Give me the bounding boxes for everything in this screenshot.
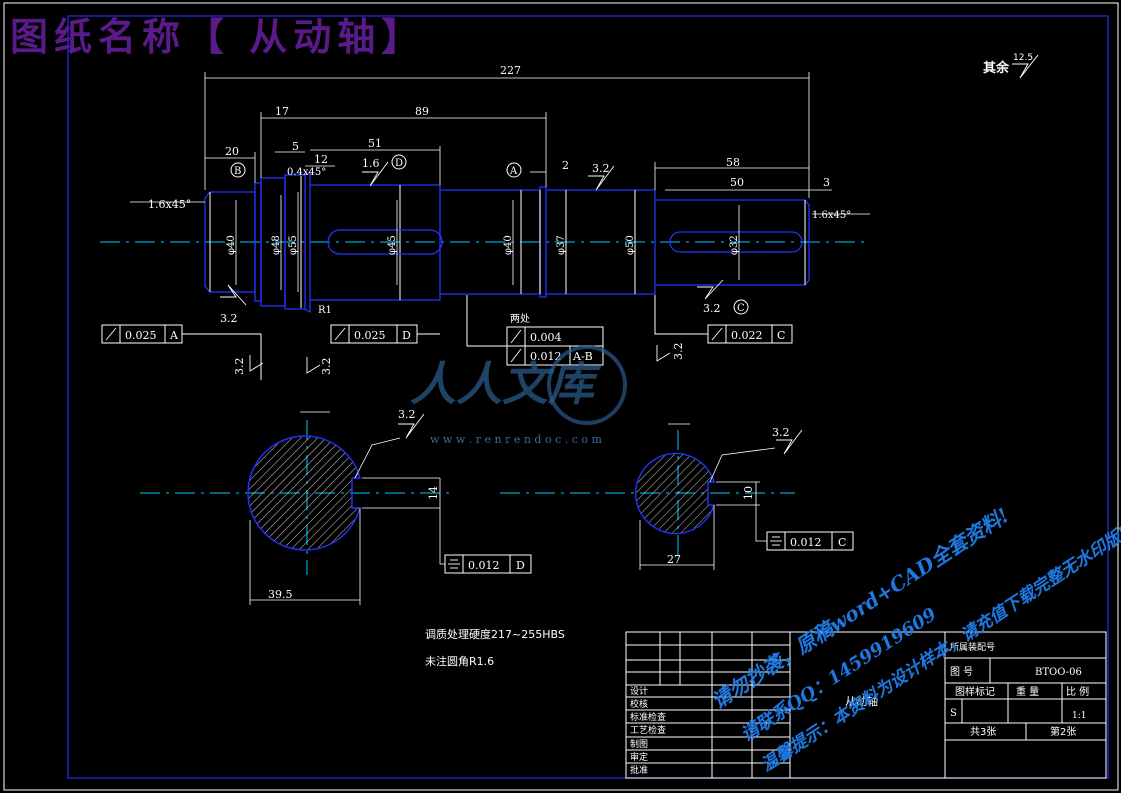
- rough-32f: 3.2: [398, 408, 416, 421]
- watermark-logo-icon: [547, 345, 627, 425]
- datum-c: C: [737, 303, 745, 314]
- watermark-url: w w w . r e n r e n d o c . c o m: [430, 433, 602, 446]
- dim-5: 5: [292, 140, 299, 153]
- datum-b: B: [234, 166, 241, 177]
- note-heat-treatment: 调质处理硬度217~255HBS: [425, 627, 565, 641]
- tol-sym-d-datum: D: [516, 559, 525, 572]
- tb-scale-label: 比 例: [1066, 685, 1089, 698]
- tol-sym-d-value: 0.012: [468, 559, 500, 572]
- datum-markers: [230, 154, 749, 315]
- tb-scale-value: 1:1: [1072, 711, 1086, 721]
- rough-32: 3.2: [703, 302, 721, 315]
- dim-key1-depth: 14: [427, 486, 440, 500]
- tb-role-check: 校核: [630, 698, 648, 710]
- section-view-1: [247, 435, 361, 551]
- watermark-logo: 人人文库: [410, 357, 602, 411]
- tb-sheets-total: 共3张: [970, 726, 996, 738]
- dim-3: 3: [823, 176, 830, 189]
- rough-32g: 3.2: [772, 426, 790, 439]
- tb-part-name: 从动轴: [845, 694, 878, 708]
- dim-chamfer-small: 0.4x45°: [287, 167, 326, 178]
- tolerance-symbols-icons: [105, 327, 782, 569]
- dim-dia50: φ50: [625, 235, 636, 255]
- title-block: [625, 631, 1107, 779]
- tol-two-places: 两处: [510, 313, 530, 325]
- dim-dia45: φ45: [387, 235, 398, 255]
- section-dims: [249, 411, 776, 605]
- keyway-1: [327, 229, 443, 255]
- dim-dia37: φ37: [556, 235, 567, 255]
- tol-sym-c-datum: C: [838, 536, 846, 549]
- tb-drawing-no-label: 图 号: [950, 666, 973, 678]
- tol-runout-ab-datum: A-B: [572, 350, 593, 363]
- roughness-value: 12.5: [1013, 53, 1033, 63]
- tol-runout-d-value: 0.025: [354, 329, 386, 342]
- note-fillet: 未注圆角R1.6: [425, 654, 494, 668]
- tb-role-standard: 标准检查: [630, 711, 666, 723]
- tol-runout-d-datum: D: [402, 329, 411, 342]
- drawing-title: 图纸名称【 从动轴】: [10, 14, 426, 59]
- dim-r1: R1: [318, 305, 332, 316]
- rough-32e: 3.2: [672, 343, 685, 361]
- tb-weight-label: 重 量: [1016, 685, 1039, 698]
- tol-runout-a-datum: A: [169, 329, 179, 342]
- datum-a: A: [509, 166, 518, 177]
- shaft-outline: [204, 170, 810, 314]
- roughness-symbols: [220, 161, 803, 455]
- tb-role-review: 审定: [630, 751, 648, 763]
- tb-sheet-no: 第2张: [1050, 725, 1076, 738]
- tol-runout-c-datum: C: [777, 329, 785, 342]
- inner-border: [67, 15, 1109, 779]
- dim-dia40b: φ40: [503, 235, 514, 255]
- rough-82b: 3.2: [220, 312, 238, 325]
- dim-key1-width: 39.5: [268, 588, 293, 601]
- tol-runout-a-value: 0.025: [125, 329, 157, 342]
- dim-dia40: φ40: [226, 235, 237, 255]
- roughness-symbol-icon: [1012, 54, 1039, 79]
- dim-58: 58: [726, 156, 740, 169]
- dim-51: 51: [368, 137, 382, 150]
- tb-role-draw: 制图: [630, 738, 648, 750]
- dimension-lines: [204, 72, 832, 292]
- dim-89: 89: [415, 105, 429, 118]
- dim-50: 50: [730, 176, 744, 189]
- roughness-label: 其余: [983, 60, 1010, 76]
- dim-dia55: φ55: [288, 235, 299, 255]
- tol-sym-c-value: 0.012: [790, 536, 822, 549]
- dim-17: 17: [275, 105, 289, 118]
- tol-cyl-value: 0.004: [530, 331, 562, 344]
- tb-stage-label: 图样标记: [955, 685, 995, 698]
- tb-role-process: 工艺检查: [630, 724, 666, 736]
- tb-role-approve: 批准: [630, 764, 648, 776]
- datum-d: D: [395, 158, 403, 169]
- dim-overall: 227: [500, 64, 521, 77]
- outer-border: [3, 2, 1119, 791]
- rough-82: 3.2: [592, 162, 610, 175]
- rough-32d: 3.2: [320, 358, 333, 376]
- tb-stage-value: S: [950, 708, 957, 719]
- tb-drawing-no: BTOO-06: [1035, 667, 1082, 678]
- dim-12: 12: [314, 153, 328, 166]
- tb-role-design: 设计: [630, 685, 648, 697]
- dim-20: 20: [225, 145, 239, 158]
- tol-runout-ab-value: 0.012: [530, 350, 562, 363]
- tb-doc-label: 所属装配号: [950, 641, 995, 653]
- rough-16: 1.6: [362, 157, 380, 170]
- dim-chamfer-right: 1.6x45°: [812, 210, 851, 221]
- rough-32c: 3.2: [233, 358, 246, 376]
- section-view-2: [634, 452, 715, 535]
- dim-key2-width: 27: [667, 553, 681, 566]
- keyway-2: [669, 231, 803, 253]
- dim-dia48: φ48: [271, 235, 282, 255]
- dim-key2-depth: 10: [742, 486, 755, 500]
- dim-dia32: φ32: [729, 235, 740, 255]
- tol-runout-c-value: 0.022: [731, 329, 763, 342]
- dim-2: 2: [562, 159, 569, 172]
- dim-chamfer-left: 1.6x45°: [148, 198, 191, 211]
